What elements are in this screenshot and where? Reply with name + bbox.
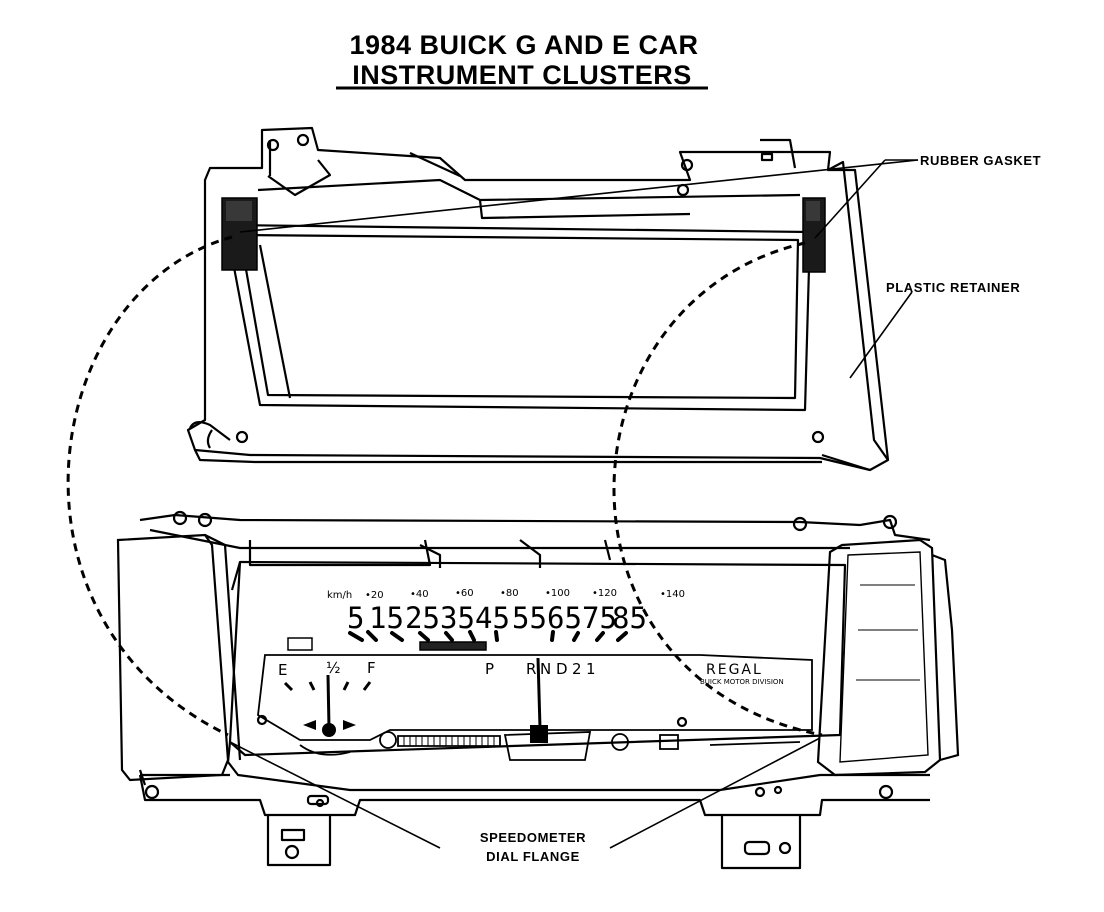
connection-curves xyxy=(66,235,823,737)
rubber-gasket-label: RUBBER GASKET xyxy=(920,153,1041,168)
gear-p: P xyxy=(485,660,494,678)
title-line-2: INSTRUMENT CLUSTERS xyxy=(352,60,692,90)
fuel-gauge-panel xyxy=(257,654,813,741)
mph-mark-55: 55 xyxy=(512,601,547,635)
fuel-full-label: F xyxy=(367,659,376,677)
mph-mark-65: 65 xyxy=(547,601,582,635)
plastic-retainer xyxy=(186,126,890,472)
gear-r: R xyxy=(526,660,536,678)
kmh-mark-100: •100 xyxy=(545,588,570,599)
leader-lines xyxy=(229,159,919,849)
mph-mark-75: 75 xyxy=(582,601,617,635)
mph-mark-5: 5 xyxy=(347,601,364,635)
fuel-gauge-needle xyxy=(283,674,372,737)
kmh-mark-120: •120 xyxy=(592,588,617,599)
kmh-mark-20: •20 xyxy=(365,590,384,601)
brand-name: REGAL xyxy=(706,662,763,678)
speedometer-ticks xyxy=(348,630,628,642)
left-lamp-housing xyxy=(116,533,242,786)
gear-2: 2 xyxy=(572,660,582,678)
kmh-mark-140: •140 xyxy=(660,589,685,600)
brand-division: BUICK MOTOR DIVISION xyxy=(700,678,784,686)
fuel-empty-label: E xyxy=(278,661,287,679)
mph-mark-85: 85 xyxy=(612,601,647,635)
kmh-mark-80: •80 xyxy=(500,588,519,599)
mph-mark-15: 15 xyxy=(369,601,404,635)
speedometer-label-line-1: SPEEDOMETER xyxy=(480,830,586,845)
instrument-cluster xyxy=(138,510,931,870)
kmh-mark-60: •60 xyxy=(455,588,474,599)
plastic-retainer-label: PLASTIC RETAINER xyxy=(886,280,1020,295)
fuel-half-label: ½ xyxy=(326,659,341,677)
rubber-gasket-left xyxy=(221,197,258,271)
kmh-mark-40: •40 xyxy=(410,589,429,600)
mph-mark-45: 45 xyxy=(475,601,510,635)
gear-d: D xyxy=(556,660,568,678)
odometer-mechanism xyxy=(299,731,801,761)
title-line-1: 1984 BUICK G AND E CAR xyxy=(349,30,698,60)
speedometer-label-line-2: DIAL FLANGE xyxy=(486,849,580,864)
mph-mark-35: 35 xyxy=(440,601,475,635)
mph-mark-25: 25 xyxy=(405,601,440,635)
indicator-strip xyxy=(287,637,487,651)
right-lamp-housing xyxy=(816,538,960,777)
gear-n: N xyxy=(540,660,551,678)
kmh-label: km/h xyxy=(327,590,352,601)
gear-1: 1 xyxy=(586,660,596,678)
rubber-gasket-right xyxy=(802,197,826,273)
